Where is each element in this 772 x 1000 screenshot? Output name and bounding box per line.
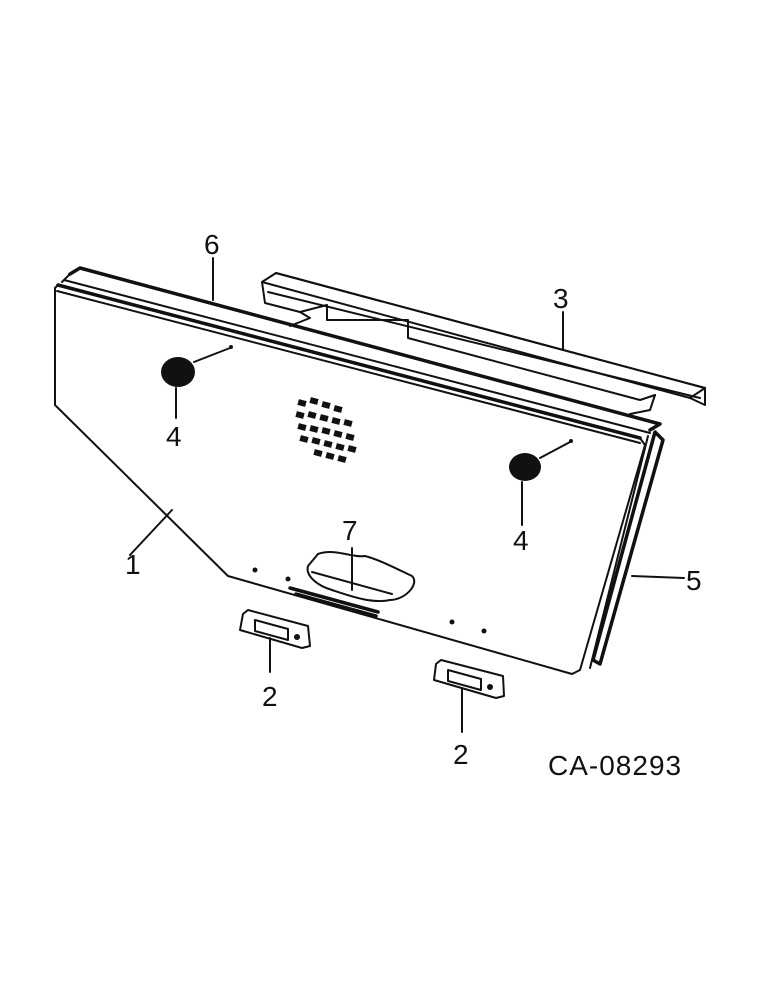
- callout-6: 6: [204, 229, 220, 260]
- callout-1: 1: [125, 549, 141, 580]
- callout-4-left: 4: [166, 421, 182, 452]
- hole-2: [285, 576, 291, 582]
- vent-grille: [295, 397, 357, 463]
- part-2-latch-right: [433, 659, 505, 733]
- part-6-top-seal-strip: [56, 266, 662, 440]
- callout-4-right: 4: [513, 525, 529, 556]
- callout-7: 7: [342, 515, 358, 546]
- part-7-pad: [288, 547, 416, 618]
- drawing-code: CA-08293: [548, 750, 682, 781]
- hole-3: [449, 619, 455, 625]
- callout-2-right: 2: [453, 739, 469, 770]
- part-2-latch-left: [239, 609, 311, 673]
- part-3-channel-rail: [261, 272, 706, 415]
- hole-1: [252, 567, 258, 573]
- part-4-plug-right: [509, 439, 573, 526]
- hole-4: [481, 628, 487, 634]
- part-5-side-seal-strip: [589, 430, 685, 669]
- callout-5: 5: [686, 565, 702, 596]
- callout-3: 3: [553, 283, 569, 314]
- leader-line-1: [129, 509, 173, 556]
- part-4-plug-left: [161, 345, 233, 419]
- part-1-main-panel: [54, 284, 646, 675]
- callout-2-left: 2: [262, 681, 278, 712]
